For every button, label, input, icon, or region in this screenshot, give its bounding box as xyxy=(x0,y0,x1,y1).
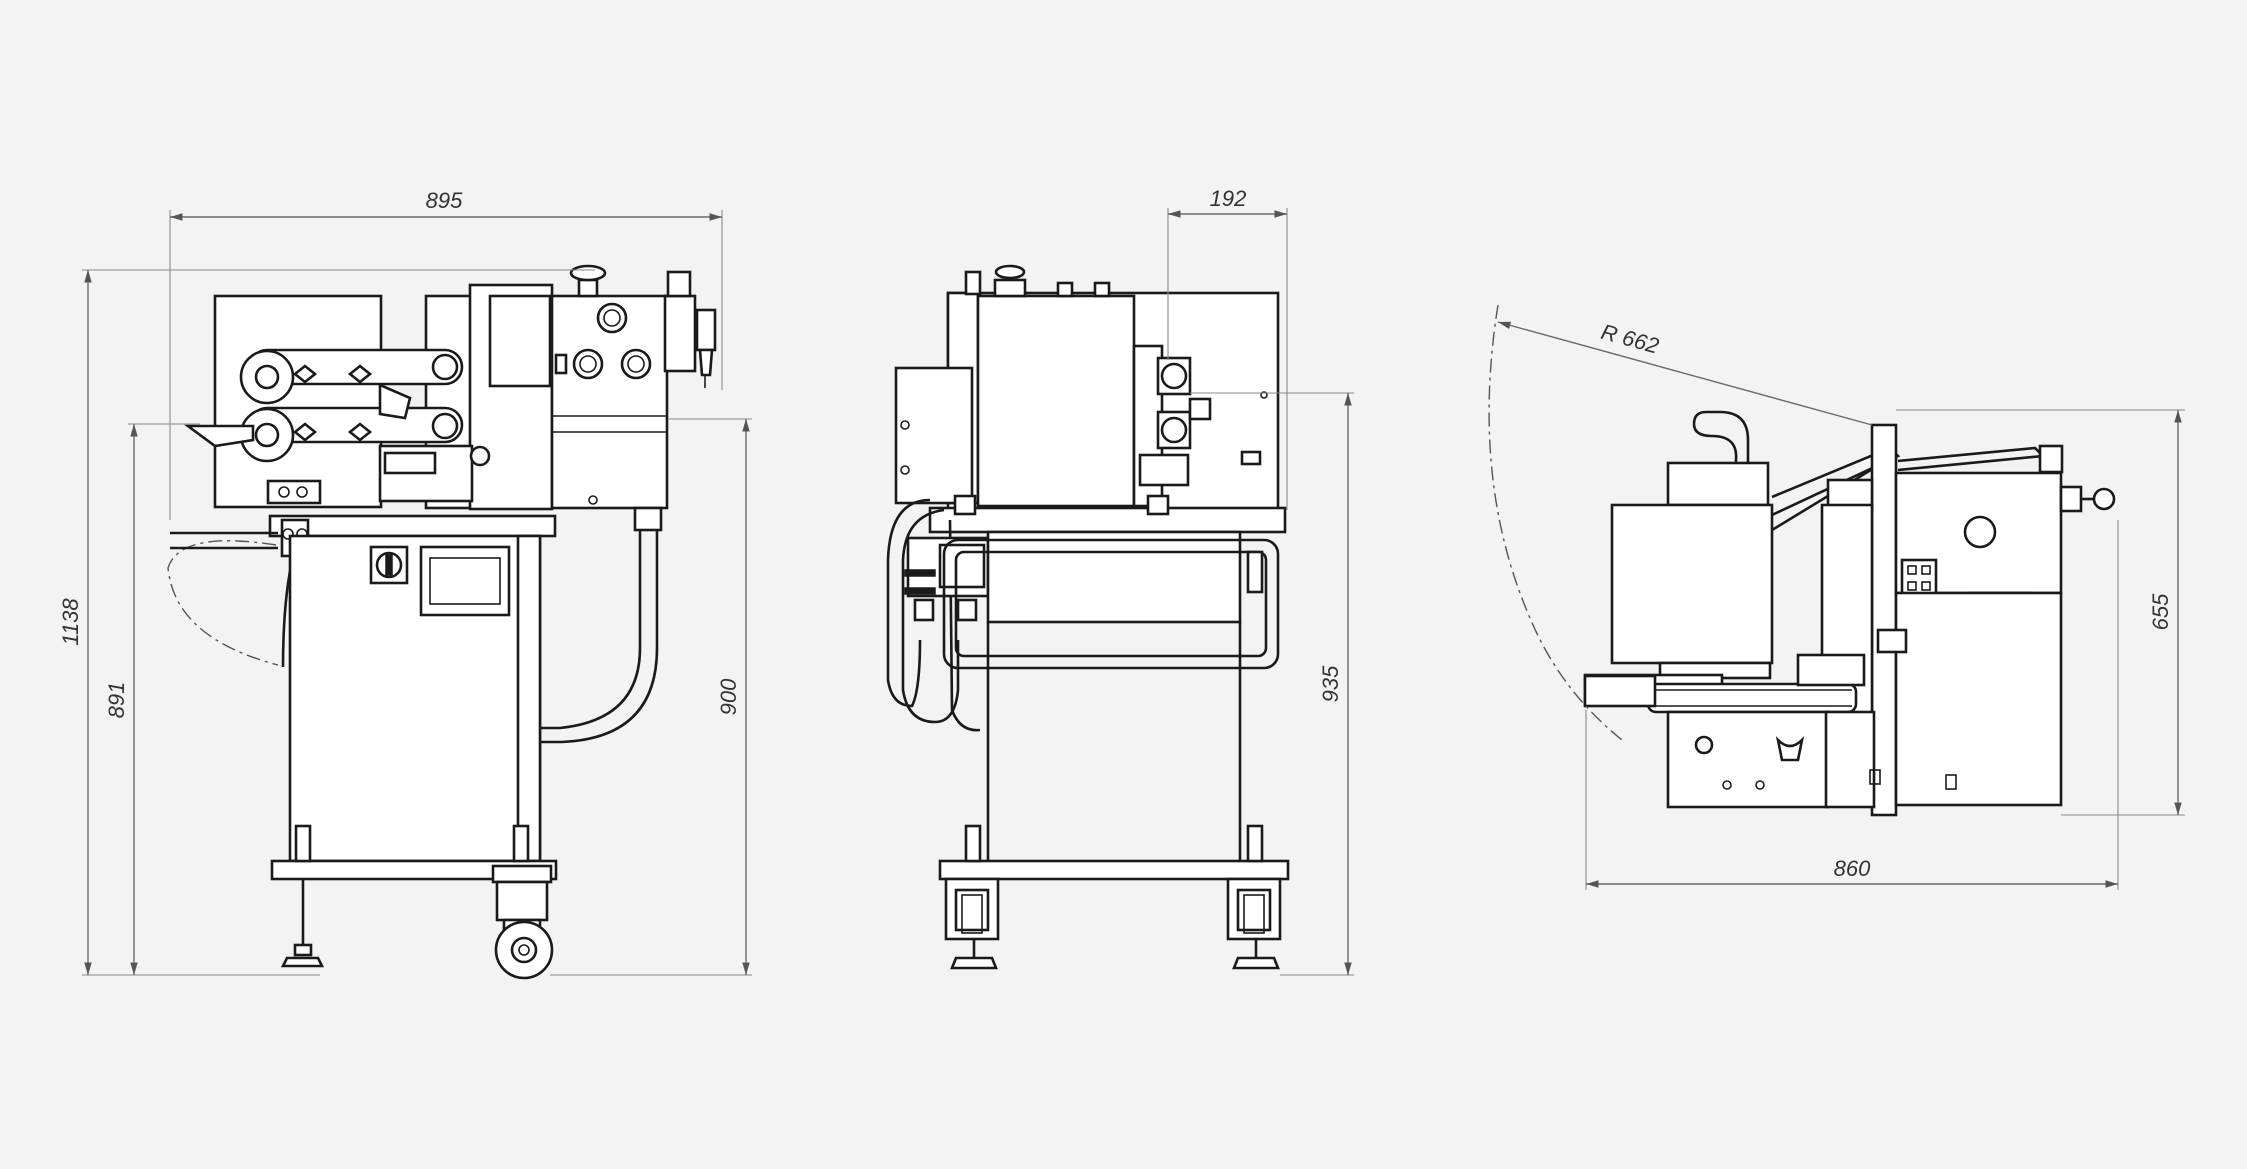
dim-860: 860 xyxy=(1834,856,1871,881)
dim-900: 900 xyxy=(716,678,741,715)
dim-891: 891 xyxy=(104,682,129,719)
dim-192: 192 xyxy=(1210,186,1247,211)
dimension-labels: 895 1138 891 900 192 935 R 662 655 860 xyxy=(58,186,2173,881)
dim-655: 655 xyxy=(2148,593,2173,630)
front-view xyxy=(167,264,717,980)
dim-895: 895 xyxy=(426,188,463,213)
dimension-lines xyxy=(82,208,2185,976)
caster-right xyxy=(1226,877,1282,970)
top-view xyxy=(1488,304,2116,817)
dim-935: 935 xyxy=(1318,665,1343,702)
caster-left xyxy=(944,877,1000,970)
dim-1138: 1138 xyxy=(58,598,83,646)
side-view xyxy=(886,264,1290,970)
